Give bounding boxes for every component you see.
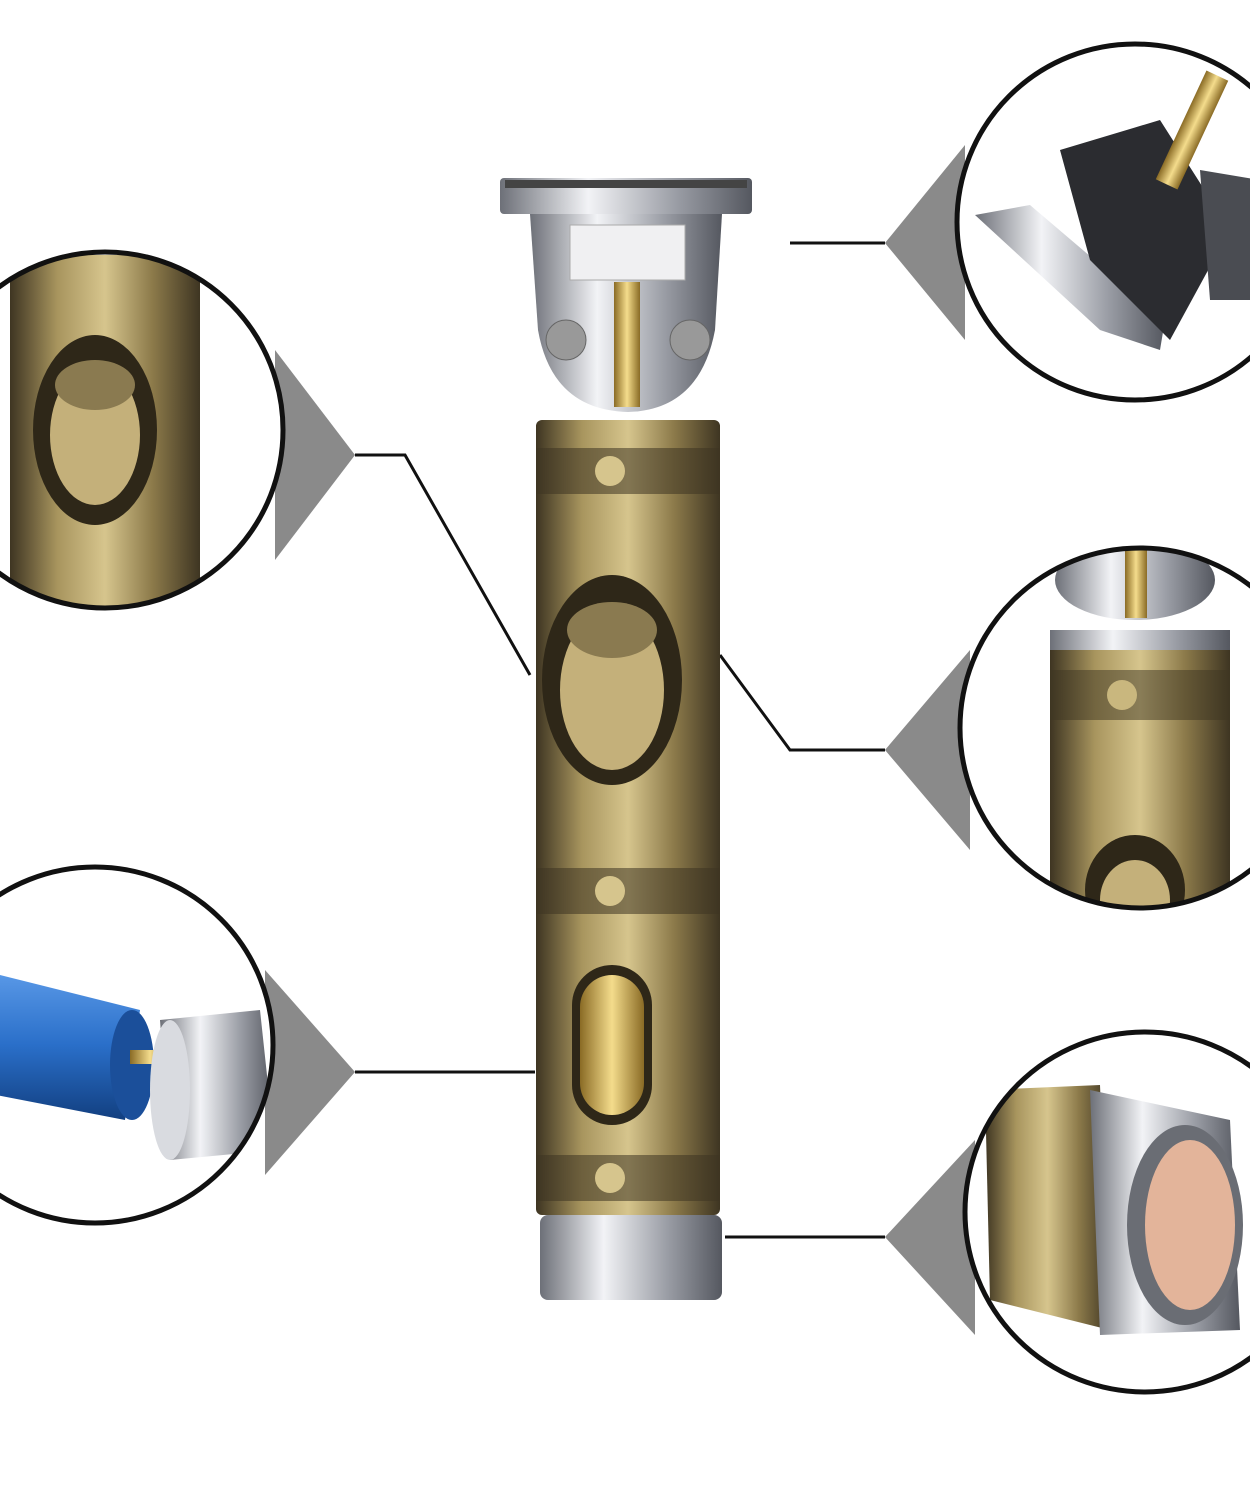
connector-lines: [355, 241, 885, 1239]
callout-buddha-engraving: [0, 249, 286, 611]
pointer-triangles: [265, 145, 975, 1335]
callout-t-blade: [954, 41, 1250, 403]
bottom-cap: [540, 1215, 722, 1300]
trimmer: [500, 178, 752, 1300]
callout-charging-port: [962, 1029, 1250, 1395]
callout-battery-insert: [0, 864, 276, 1226]
callout-head-joint: [957, 545, 1250, 911]
